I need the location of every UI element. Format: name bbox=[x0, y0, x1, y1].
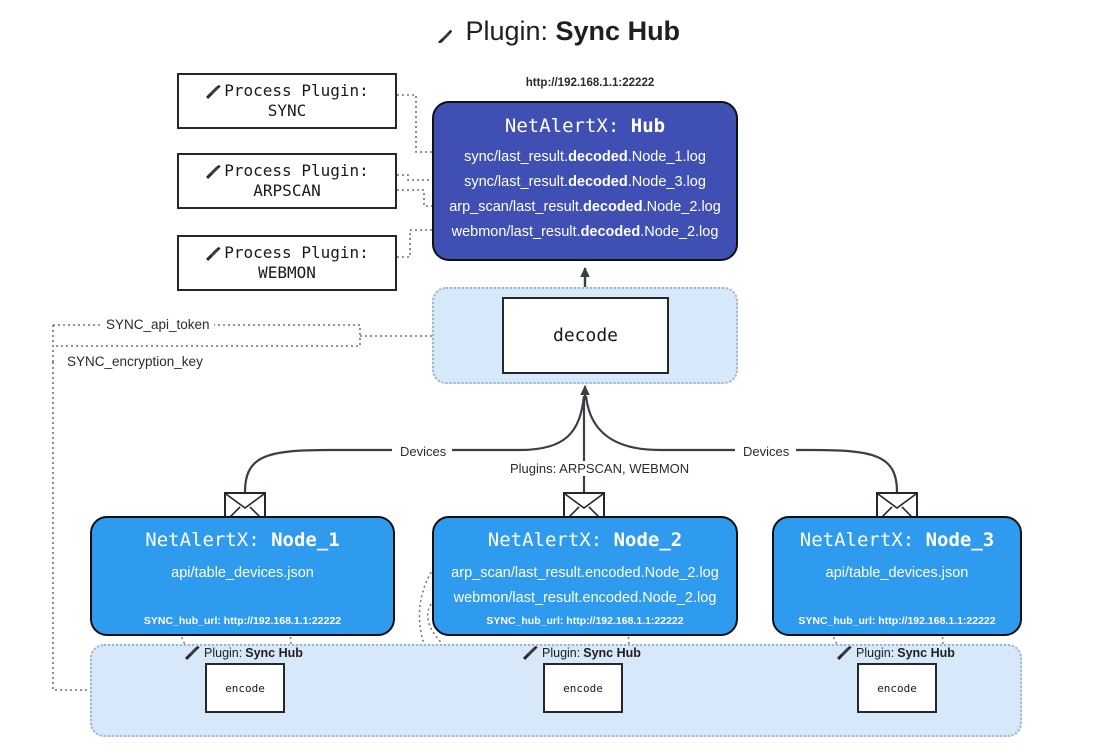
node-hub-url: SYNC_hub_url: http://192.168.1.1:22222 bbox=[143, 615, 342, 627]
encode-plugin-label-1: Plugin: Sync Hub bbox=[184, 645, 303, 661]
node-line: api/table_devices.json bbox=[825, 565, 969, 581]
node-hub-url: SYNC_hub_url: http://192.168.1.1:22222 bbox=[798, 615, 996, 627]
plug-icon bbox=[836, 645, 853, 661]
node-line: arp_scan/last_result.encoded.Node_2.log bbox=[451, 565, 719, 581]
encode-plugin-prefix: Plugin: bbox=[542, 645, 581, 660]
node-name: Node_1 bbox=[271, 529, 340, 551]
process-plugin-label: Process Plugin: bbox=[224, 161, 369, 180]
page-title-prefix: Plugin: bbox=[465, 16, 549, 46]
plug-icon bbox=[522, 645, 539, 661]
hub-app-name: NetAlertX: bbox=[504, 115, 620, 137]
encode-box-2[interactable]: encode bbox=[543, 663, 623, 713]
node-app-name: NetAlertX: bbox=[145, 529, 260, 551]
hub-log-line: webmon/last_result.decoded.Node_2.log bbox=[451, 223, 719, 240]
hub-title: NetAlertX: Hub bbox=[434, 115, 736, 137]
plug-icon bbox=[184, 645, 201, 661]
encode-box-3[interactable]: encode bbox=[857, 663, 937, 713]
hub-log-line: sync/last_result.decoded.Node_1.log bbox=[464, 149, 706, 165]
node-app-name: NetAlertX: bbox=[487, 529, 603, 551]
plug-icon bbox=[437, 19, 462, 49]
process-plugin-name: ARPSCAN bbox=[253, 181, 321, 200]
encode-plugin-prefix: Plugin: bbox=[856, 645, 895, 660]
node-title: NetAlertX: Node_2 bbox=[434, 529, 736, 551]
node-line-list: api/table_devices.json bbox=[774, 561, 1020, 586]
hub-log-line: sync/last_result.decoded.Node_3.log bbox=[464, 173, 706, 190]
process-plugin-sync[interactable]: Process Plugin: SYNC bbox=[177, 73, 397, 129]
node-hub-url: SYNC_hub_url: http://192.168.1.1:22222 bbox=[486, 615, 684, 627]
hub-node[interactable]: NetAlertX: Hub sync/last_result.decoded.… bbox=[432, 101, 738, 261]
sync-encryption-key-label: SYNC_encryption_key bbox=[63, 354, 207, 369]
process-plugin-label: Process Plugin: bbox=[224, 243, 369, 262]
encode-plugin-label-2: Plugin: Sync Hub bbox=[522, 645, 641, 661]
encode-plugin-label-3: Plugin: Sync Hub bbox=[836, 645, 955, 661]
encode-plugin-name: Sync Hub bbox=[245, 645, 303, 660]
edge-label-devices-left: Devices bbox=[396, 444, 451, 459]
hub-url-label: http://192.168.1.1:22222 bbox=[525, 77, 655, 89]
process-plugin-label: Process Plugin: bbox=[224, 81, 369, 100]
decode-box[interactable]: decode bbox=[502, 297, 669, 374]
process-plugin-arpscan[interactable]: Process Plugin: ARPSCAN bbox=[177, 153, 397, 209]
encode-box-1[interactable]: encode bbox=[205, 663, 285, 713]
node-title: NetAlertX: Node_1 bbox=[92, 529, 393, 551]
encode-plugin-name: Sync Hub bbox=[583, 645, 641, 660]
plug-icon bbox=[205, 81, 222, 101]
sync-api-token-label: SYNC_api_token bbox=[102, 317, 214, 332]
encode-plugin-prefix: Plugin: bbox=[204, 645, 243, 660]
plug-icon bbox=[205, 161, 222, 181]
node-1[interactable]: NetAlertX: Node_1 api/table_devices.json… bbox=[90, 516, 395, 636]
node-line-list: arp_scan/last_result.encoded.Node_2.log … bbox=[434, 561, 736, 611]
node-line: api/table_devices.json bbox=[171, 565, 314, 581]
hub-log-line: arp_scan/last_result.decoded.Node_2.log bbox=[449, 198, 721, 215]
node-title: NetAlertX: Node_3 bbox=[774, 529, 1020, 551]
node-3[interactable]: NetAlertX: Node_3 api/table_devices.json… bbox=[772, 516, 1022, 636]
node-line: webmon/last_result.encoded.Node_2.log bbox=[453, 589, 717, 606]
node-name: Node_3 bbox=[925, 529, 995, 551]
node-2[interactable]: NetAlertX: Node_2 arp_scan/last_result.e… bbox=[432, 516, 738, 636]
edge-label-devices-right: Devices bbox=[739, 444, 794, 459]
page-title-name: Sync Hub bbox=[555, 16, 681, 46]
encode-plugin-name: Sync Hub bbox=[897, 645, 955, 660]
process-plugin-name: WEBMON bbox=[258, 263, 316, 282]
edge-label-plugins: Plugins: ARPSCAN, WEBMON bbox=[506, 461, 694, 476]
page-title: Plugin: Sync Hub bbox=[0, 16, 1117, 50]
plug-icon bbox=[205, 243, 222, 263]
hub-name: Hub bbox=[630, 115, 666, 137]
process-plugin-webmon[interactable]: Process Plugin: WEBMON bbox=[177, 235, 397, 291]
hub-log-list: sync/last_result.decoded.Node_1.log sync… bbox=[434, 145, 736, 245]
node-name: Node_2 bbox=[613, 529, 683, 551]
node-app-name: NetAlertX: bbox=[799, 529, 915, 551]
node-line-list: api/table_devices.json bbox=[92, 561, 393, 586]
process-plugin-name: SYNC bbox=[267, 101, 307, 120]
